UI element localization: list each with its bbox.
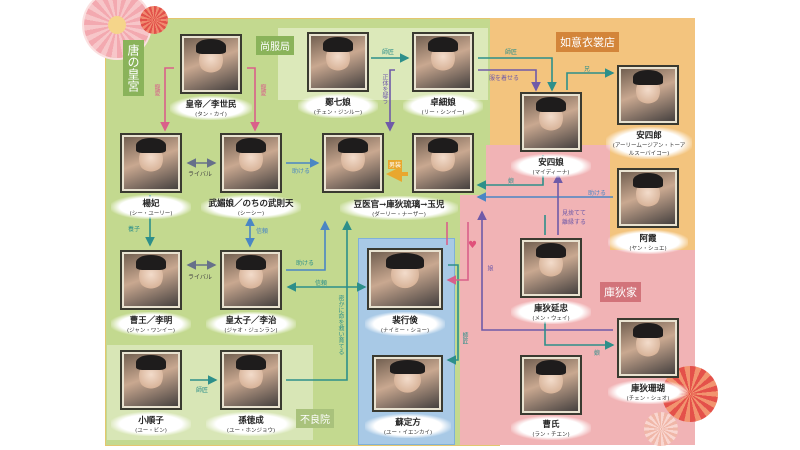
flower-decoration <box>140 6 168 34</box>
character-label: 裴行倹(ナイミー・ショー) <box>365 312 445 336</box>
relation-label: 信頼 <box>256 228 269 235</box>
photo-crown-prince[interactable] <box>220 250 282 310</box>
relation-label: 娘 <box>594 350 601 357</box>
photo-wu-meiniang[interactable] <box>220 133 282 193</box>
photo-kudi-shanhu[interactable] <box>617 318 679 378</box>
photo-an-siniang[interactable] <box>520 92 582 152</box>
character-label: 鄭七娘(チェン・ジンルー) <box>298 94 378 118</box>
relation-label: 助ける <box>296 260 315 267</box>
photo-heroine-disguised[interactable] <box>322 133 384 193</box>
flower-decoration <box>644 412 678 446</box>
relation-label: 助ける <box>292 168 311 175</box>
flower-center <box>108 16 126 34</box>
relation-label: 助ける <box>588 190 607 197</box>
relation-label: ライバル <box>188 171 212 178</box>
photo-heroine[interactable] <box>412 133 474 193</box>
group-tag-palace: 唐の皇宮 <box>123 40 144 96</box>
relation-label: 娘 <box>508 178 515 185</box>
character-label: 蘇定方(ユー・イエンカイ) <box>365 414 451 438</box>
photo-zheng-qiniang[interactable] <box>307 32 369 92</box>
photo-su-dingfang[interactable] <box>372 355 443 412</box>
photo-yang-fei[interactable] <box>120 133 182 193</box>
photo-emperor[interactable] <box>180 34 242 94</box>
relation-label: 娘 <box>486 265 493 271</box>
character-label: 皇帝／李世民(タン・カイ) <box>170 96 252 120</box>
character-label: 孫徳成(ユー・ホンジョウ) <box>206 412 296 436</box>
character-label: 卓細娘(リー・シンイー) <box>403 94 483 118</box>
character-label: 楊妃(シー・ユーリー) <box>111 195 191 219</box>
photo-zhuo-xiniang[interactable] <box>412 32 474 92</box>
relation-label: 師匠 <box>505 49 518 56</box>
character-label: 小順子(ユー・ビン) <box>111 412 191 436</box>
relation-label: 服を着せる <box>489 75 520 82</box>
photo-cao-wang[interactable] <box>120 250 182 310</box>
relation-label: 寵愛 <box>153 84 160 96</box>
character-label: 庫狄延忠(メン・ウェイ) <box>511 300 591 324</box>
photo-cao-shi[interactable] <box>520 355 582 415</box>
photo-an-silang[interactable] <box>617 65 679 125</box>
photo-a-xia[interactable] <box>617 168 679 228</box>
relation-label: 師匠 <box>461 332 468 344</box>
group-tag-buliang: 不良院 <box>296 409 334 428</box>
photo-sun-decheng[interactable] <box>220 350 282 410</box>
group-tag-ruyi: 如意衣裳店 <box>556 32 619 52</box>
relation-label: 正体を疑う <box>381 74 388 104</box>
relation-label: 師匠 <box>382 49 395 56</box>
group-tag-shangfu: 尚服局 <box>256 36 294 55</box>
relation-label: ライバル <box>188 274 212 281</box>
relation-label: 信頼 <box>315 280 328 287</box>
character-label: 曹王／李明(ジャン・ワンイー) <box>111 312 191 336</box>
photo-xiao-shunzi[interactable] <box>120 350 182 410</box>
photo-pei-xingjian[interactable] <box>367 248 443 310</box>
character-label: 皇太子／李治(ジャオ・ジュンラン) <box>206 312 296 336</box>
character-label: 安四娘(マイディーナ) <box>511 154 591 178</box>
heart-icon: ♥ <box>468 240 477 251</box>
character-label: 曹氏(ラン・チエン) <box>511 416 591 440</box>
relation-label: 男装 <box>388 160 403 169</box>
relation-label: 兄 <box>584 66 591 73</box>
character-label: 庫狄珊瑚(チェン・シュオ) <box>608 380 688 404</box>
character-label: 武媚娘／のちの武則天(シーシー) <box>201 195 301 219</box>
relation-label: 見捨てて離縁する <box>562 210 587 226</box>
character-label: 安四郎(アーリームージアン・トーアルスーバイコー) <box>606 127 692 159</box>
relation-label: 密かに命を救い育てる <box>337 295 344 355</box>
character-label: 豆医官→庫狄琉璃→玉児(ダーリー・ナーザー) <box>340 196 458 220</box>
photo-kudi-yanzhong[interactable] <box>520 238 582 298</box>
character-label: 阿霞(ヤン・シュエ) <box>608 230 688 254</box>
relation-label: 養子 <box>128 226 141 233</box>
group-tag-kudi: 庫狄家 <box>600 282 641 302</box>
relation-label: 寵愛 <box>259 84 266 96</box>
relation-label: 師匠 <box>196 387 209 394</box>
